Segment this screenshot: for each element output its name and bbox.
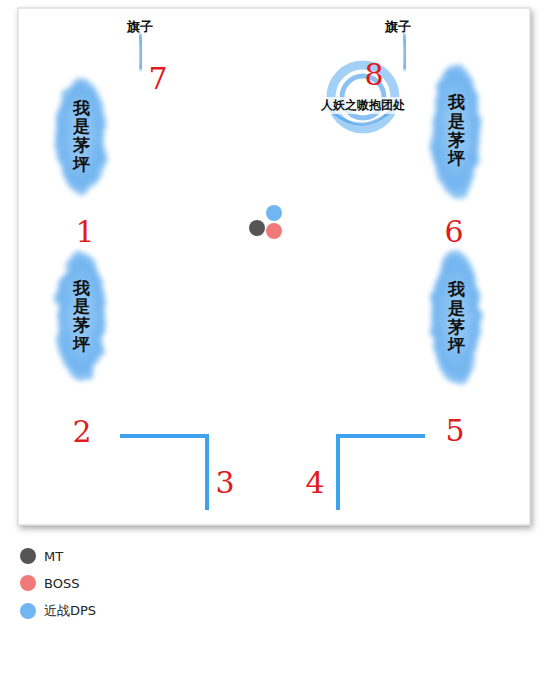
blob-fill [431,251,481,384]
vertical-text: 我是茅坪 [73,279,90,354]
callout-number: 1 [75,214,94,249]
water-blob: 我是茅坪 [425,58,487,203]
mt-marker [249,220,265,236]
callout-number: 4 [305,465,324,500]
legend-item: MT [20,548,63,564]
legend-swatch [20,548,36,564]
flag-pole [404,36,406,68]
legend-text: MT [44,549,63,564]
callout-number: 3 [215,465,234,500]
flag-label: 旗子 [385,18,411,36]
water-blob: 我是茅坪 [425,245,487,390]
flag-pole [140,36,142,68]
map-panel [18,8,530,525]
water-blob: 我是茅坪 [50,72,112,200]
legend-swatch [20,603,36,619]
dps-marker [266,205,282,221]
water-blob: 我是茅坪 [50,245,112,387]
callout-number: 7 [148,61,167,96]
callout-number: 5 [445,413,464,448]
vertical-text: 我是茅坪 [73,99,90,174]
swirl-zone: 人妖之嗷抱团处 [298,60,428,140]
blob-fill [56,251,106,381]
callout-number: 6 [444,214,463,249]
blob-fill [431,64,481,197]
callout-number: 2 [72,414,91,449]
legend-text: BOSS [44,576,79,591]
legend-text: 近战DPS [44,602,96,620]
vertical-text: 我是茅坪 [448,93,465,168]
boss-marker [266,223,282,239]
wall-line [338,436,425,510]
zone-text: 人妖之嗷抱团处 [319,97,407,114]
legend-item: 近战DPS [20,602,96,620]
wall-line [120,436,207,510]
vertical-text: 我是茅坪 [448,280,465,355]
callout-number: 8 [364,57,383,92]
legend-item: BOSS [20,575,79,591]
legend-swatch [20,575,36,591]
blob-fill [56,78,106,194]
flag-label: 旗子 [127,18,153,36]
